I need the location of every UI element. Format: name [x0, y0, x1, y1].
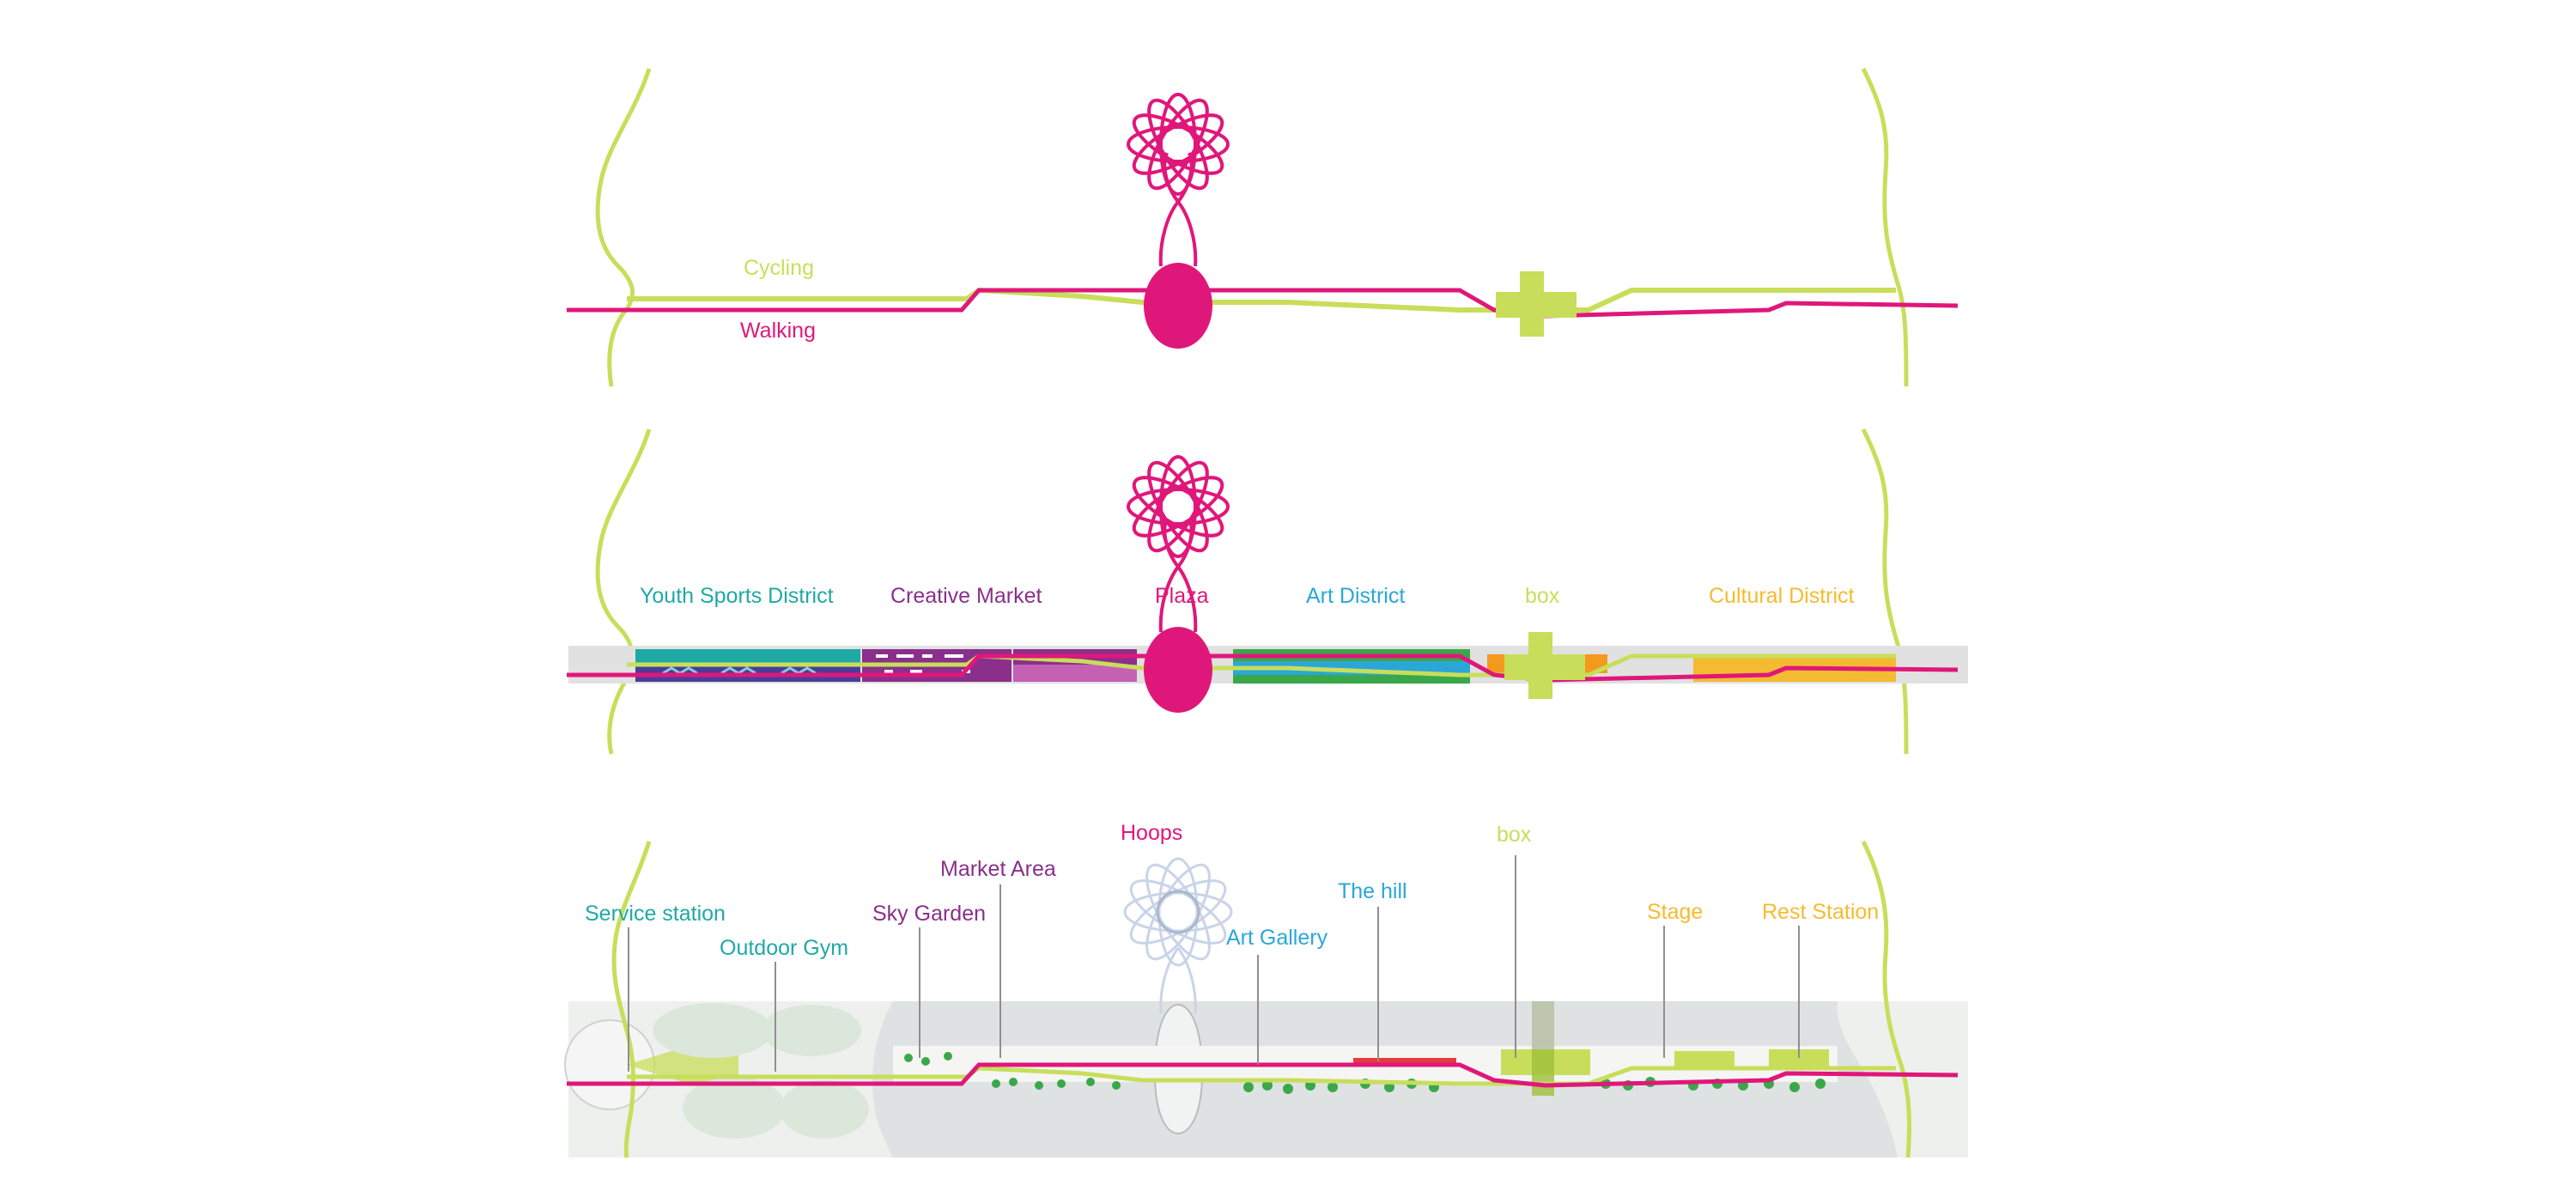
plaza-oval-2 [1144, 627, 1212, 713]
right-shore-line-2 [1861, 428, 1909, 755]
walking-route [567, 288, 1959, 319]
panel-plan: Hoops Market Area Sky Garden Service sta… [564, 821, 1968, 1158]
panel-routes: Cycling Walking [567, 67, 1959, 387]
box-cross [1496, 271, 1577, 337]
stage-label: Stage [1647, 900, 1703, 924]
youth-sports-block [635, 649, 860, 682]
right-shore-line [1861, 67, 1909, 387]
creative-market-label: Creative Market [890, 584, 1042, 608]
panel-districts: Youth Sports District Creative Market Pl… [567, 428, 1968, 755]
rest-station-label: Rest Station [1762, 900, 1879, 924]
the-hill-label: The hill [1338, 879, 1407, 903]
callout-leader-lines [628, 855, 1800, 1072]
left-shore-line-3 [611, 841, 652, 1158]
park-mound-4 [780, 1080, 869, 1139]
left-shore-line [595, 68, 652, 387]
box-label: box [1525, 584, 1560, 608]
art-district-label: Art District [1306, 584, 1405, 608]
box-label-3: box [1497, 823, 1532, 847]
park-mound-3 [683, 1077, 786, 1139]
box-cross-2 [1504, 632, 1585, 699]
hoops-stem-3 [1159, 947, 1197, 1014]
hoops-label: Hoops [1121, 821, 1182, 845]
cycling-label: Cycling [744, 256, 814, 280]
plaza-label: Plaza [1155, 584, 1209, 608]
hoops-sculpture-2 [1127, 455, 1230, 558]
walking-route-3 [567, 1062, 1959, 1088]
hoops-sculpture [1127, 93, 1230, 196]
park-mound-2 [762, 1005, 861, 1056]
hoops-sculpture-3 [1123, 857, 1233, 967]
left-shore-line-2 [595, 428, 652, 755]
plaza-oval [1144, 263, 1212, 349]
hill-red-segment [1353, 1058, 1456, 1066]
art-gallery-label: Art Gallery [1226, 926, 1328, 950]
service-station-label: Service station [585, 902, 726, 926]
walking-label: Walking [740, 319, 816, 343]
right-shore-line-3 [1861, 840, 1912, 1158]
walking-route-2 [567, 653, 1959, 683]
youth-sports-district-label: Youth Sports District [640, 584, 834, 608]
outdoor-gym-label: Outdoor Gym [720, 936, 848, 960]
sky-garden-label: Sky Garden [872, 902, 986, 926]
cycling-route [627, 287, 1896, 313]
park-mound-1 [653, 1003, 773, 1058]
market-area-label: Market Area [940, 857, 1056, 881]
stage-block [1674, 1051, 1735, 1068]
cultural-district-label: Cultural District [1709, 584, 1855, 608]
box-column-top [1532, 1001, 1554, 1049]
rest-station-block [1769, 1049, 1829, 1068]
